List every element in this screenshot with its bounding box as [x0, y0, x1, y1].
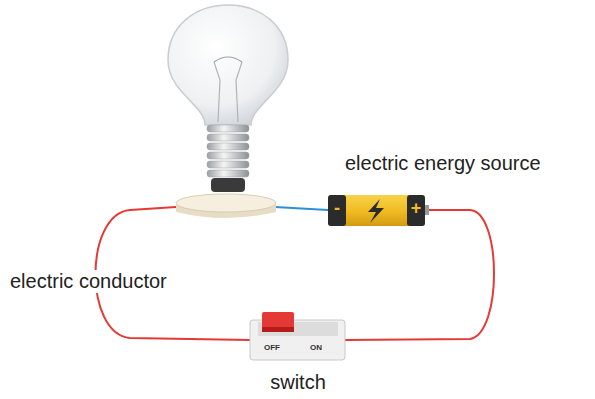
- part-label: switch: [270, 371, 326, 394]
- switch-marking: ON: [310, 343, 322, 352]
- light-bulb: [168, 5, 288, 218]
- part-label: electric energy source: [345, 152, 541, 175]
- part-label: electric conductor: [8, 270, 169, 293]
- switch-symbol: [250, 312, 345, 360]
- battery: [328, 195, 429, 226]
- terminal-sign: -: [334, 198, 340, 219]
- switch-marking: OFF: [264, 343, 280, 352]
- terminal-sign: +: [411, 198, 422, 219]
